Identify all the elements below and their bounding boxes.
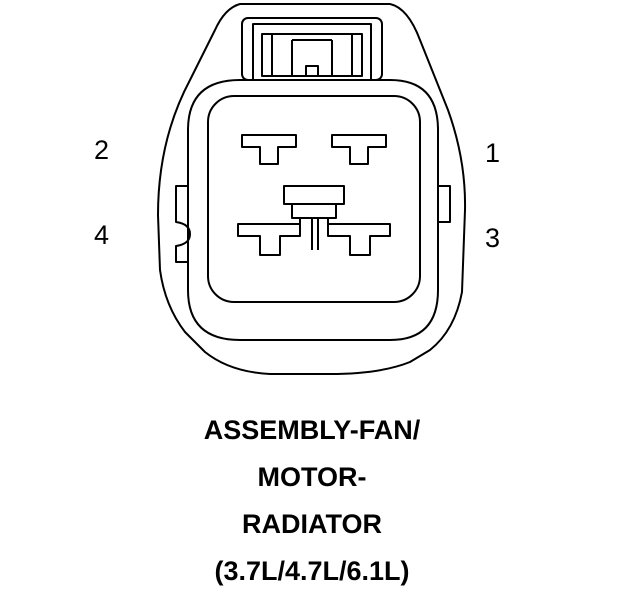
terminal-pin-2 (241, 134, 297, 165)
pin-label-3: 3 (485, 223, 501, 253)
right-latch-bump (438, 185, 451, 223)
pin-label-1: 1 (485, 138, 501, 168)
caption-line-3: RADIATOR (242, 509, 382, 539)
caption-line-1: ASSEMBLY-FAN/ (203, 415, 421, 445)
center-key (283, 185, 345, 250)
pin-label-4: 4 (94, 220, 110, 250)
caption-line-2: MOTOR- (257, 462, 367, 492)
terminal-pin-3 (327, 223, 391, 256)
connector-inner-ring (187, 79, 439, 341)
terminal-pin-4 (237, 223, 301, 256)
connector-face (207, 95, 421, 303)
terminal-pin-1 (331, 134, 387, 165)
pin-label-2: 2 (94, 135, 110, 165)
connector-housing-outline (157, 3, 467, 375)
connector-caption: ASSEMBLY-FAN/ MOTOR- RADIATOR (3.7L/4.7L… (0, 408, 624, 596)
left-latch-bump (175, 185, 191, 263)
caption-line-4: (3.7L/4.7L/6.1L) (214, 556, 410, 586)
locking-tab (241, 17, 383, 81)
